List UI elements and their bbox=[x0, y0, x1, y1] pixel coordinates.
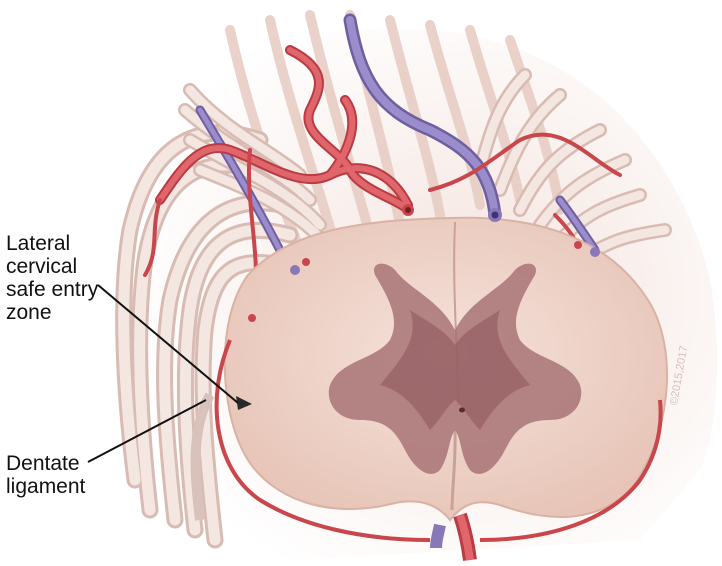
central-canal bbox=[459, 407, 465, 413]
perimedullary-artery-loop bbox=[214, 339, 663, 542]
dentate-ligament-label: Dentate ligament bbox=[6, 452, 86, 498]
lateral-cervical-safe-entry-zone-label: Lateral cervical safe entry zone bbox=[6, 232, 99, 324]
vessel-openings bbox=[248, 204, 600, 322]
posterior-median-sulcus bbox=[450, 429, 457, 511]
anterior-spinal-vein bbox=[430, 523, 446, 549]
spinal-arteries bbox=[143, 45, 622, 327]
dentate-ligament-leader-line bbox=[87, 399, 207, 463]
entry-zone-notch bbox=[236, 396, 252, 410]
dentate-ligament-band bbox=[190, 392, 215, 521]
entry-zone-leader-line bbox=[97, 284, 239, 404]
gray-matter-core bbox=[380, 310, 530, 430]
